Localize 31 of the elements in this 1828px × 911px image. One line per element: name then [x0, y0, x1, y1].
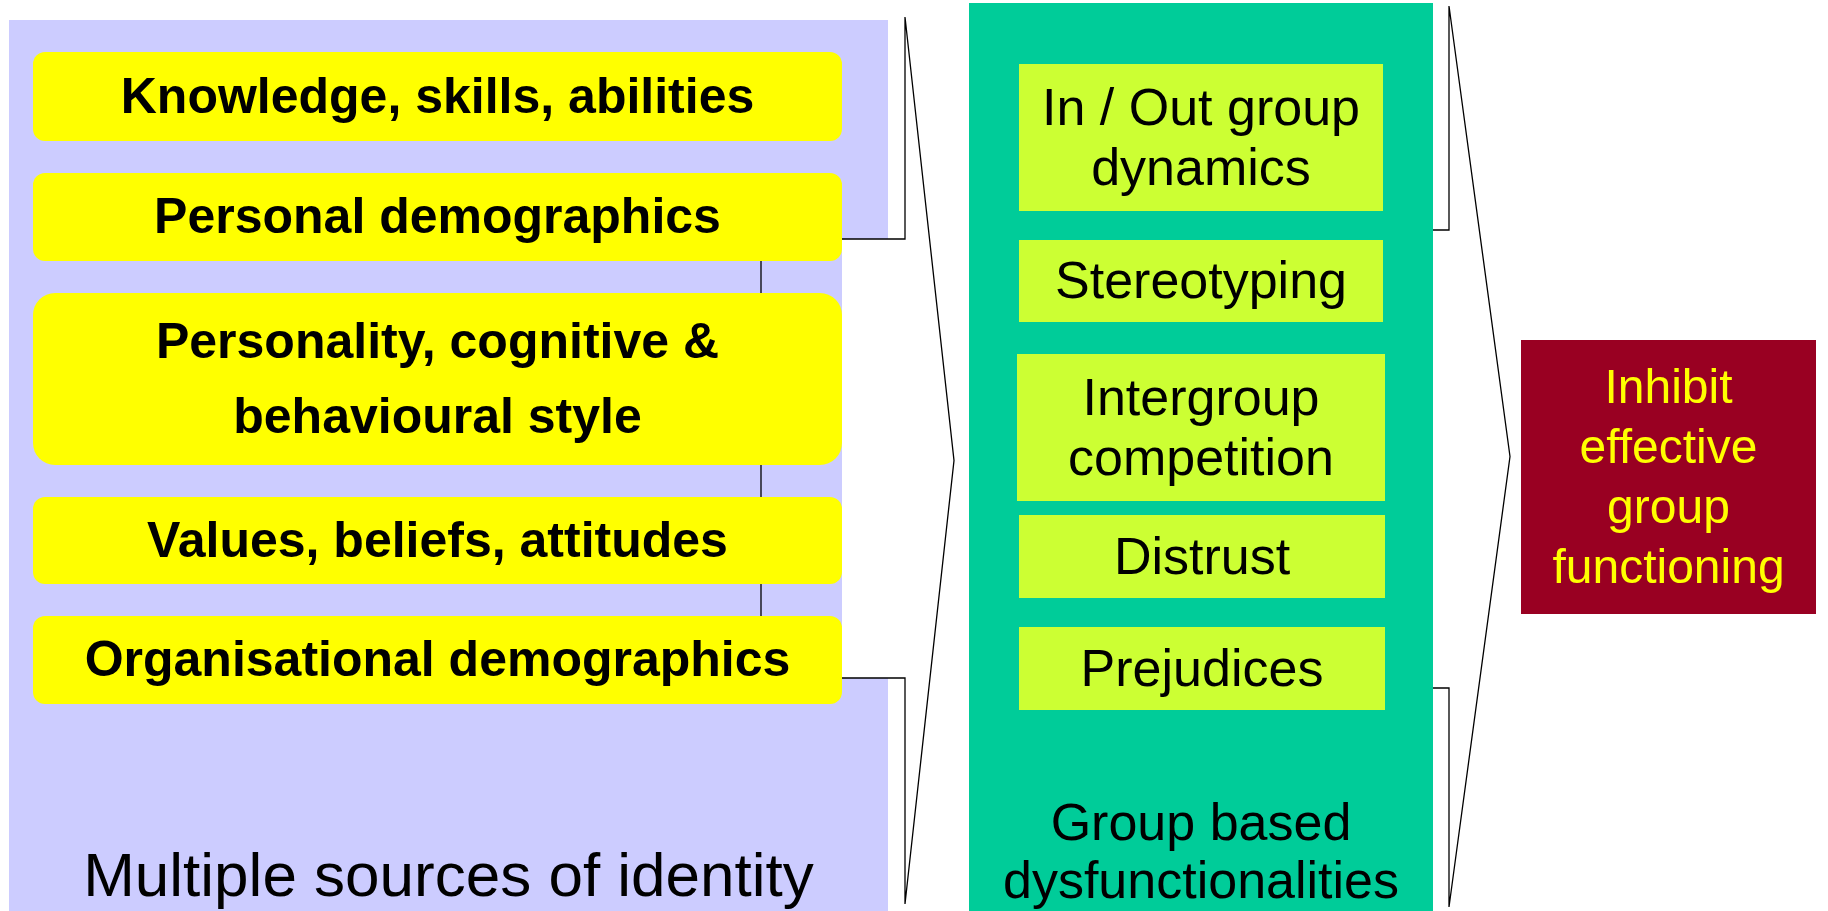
process-box	[1521, 340, 1816, 614]
panel-title: Multiple sources of identity	[82, 839, 815, 909]
connector-line	[760, 464, 762, 498]
connector-line	[760, 260, 762, 294]
process-box	[1017, 354, 1385, 501]
identity-panel	[9, 20, 888, 911]
chevron-arrow	[841, 16, 955, 905]
box-label: Organisational demographics	[83, 631, 792, 689]
process-box	[1019, 240, 1383, 322]
process-box	[33, 293, 842, 465]
box-label: Intergroup competition	[1067, 367, 1335, 488]
box-label: Prejudices	[1079, 638, 1325, 699]
process-box	[1019, 627, 1385, 710]
chevron-arrow	[1432, 5, 1511, 908]
dysfunction-panel	[969, 3, 1433, 911]
process-box	[33, 52, 842, 141]
box-label: Distrust	[1112, 526, 1292, 587]
process-box	[33, 497, 842, 584]
box-label: Inhibit effective group functioning	[1551, 359, 1786, 595]
process-box	[1019, 64, 1383, 211]
process-box	[33, 616, 842, 704]
connector-line	[760, 583, 762, 617]
box-label: Values, beliefs, attitudes	[146, 511, 729, 570]
panel-title: Group based dysfunctionalities	[1002, 792, 1400, 909]
box-label: Stereotyping	[1054, 251, 1348, 311]
box-label: Knowledge, skills, abilities	[119, 67, 756, 126]
process-box	[1019, 515, 1385, 598]
box-label: Personal demographics	[153, 188, 722, 246]
process-box	[33, 173, 842, 261]
box-label: Personality, cognitive & behavioural style	[154, 312, 721, 446]
box-label: In / Out group dynamics	[1041, 77, 1361, 198]
